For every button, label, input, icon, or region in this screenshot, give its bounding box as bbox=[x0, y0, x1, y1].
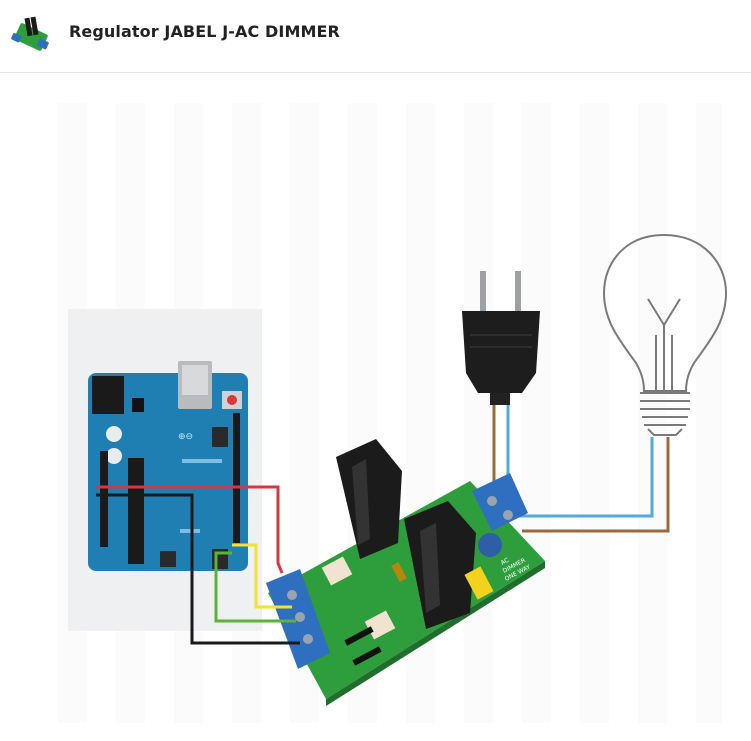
page-title: Regulator JABEL J-AC DIMMER bbox=[69, 22, 340, 41]
dimmer-module: AC DIMMER ONE WAY bbox=[266, 439, 545, 706]
page-header: Regulator JABEL J-AC DIMMER bbox=[0, 0, 751, 73]
arduino-board: ⊕⊖ bbox=[88, 361, 248, 571]
wiring-diagram: ⊕⊖ bbox=[32, 103, 728, 723]
dimmer-module-thumbnail-icon[interactable] bbox=[10, 14, 52, 56]
mains-plug bbox=[462, 271, 540, 405]
light-bulb bbox=[602, 233, 728, 436]
module-label-ac: AC bbox=[500, 557, 511, 567]
logic-wires bbox=[96, 485, 300, 645]
product-image: ⊕⊖ bbox=[0, 73, 751, 741]
svg-text:⊕⊖: ⊕⊖ bbox=[178, 432, 193, 442]
